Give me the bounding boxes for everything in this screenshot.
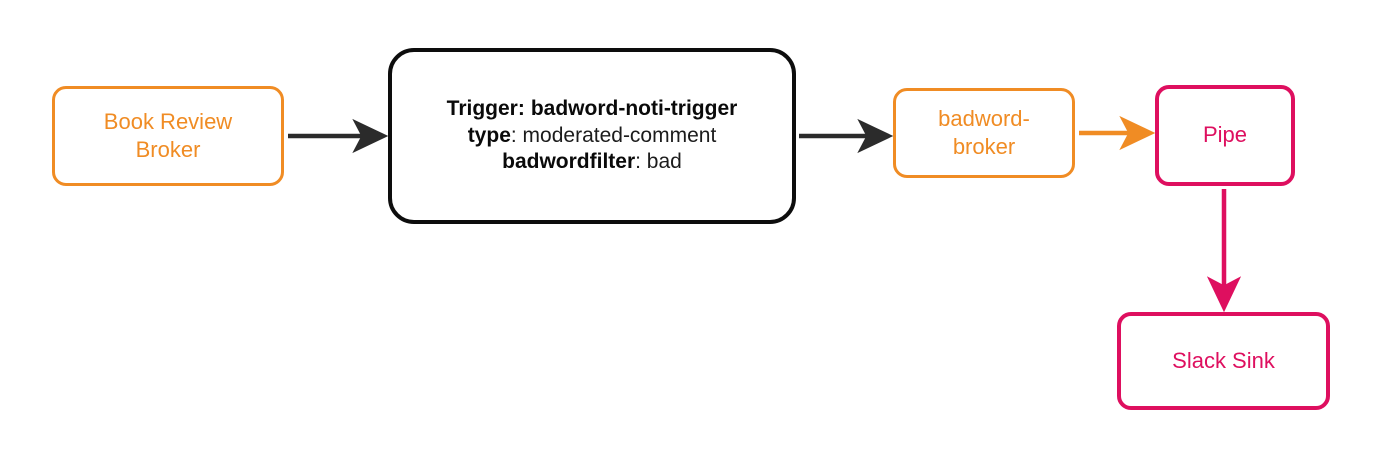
trigger-line-badwordfilter: badwordfilter: bad [502, 149, 682, 176]
node-pipe[interactable]: Pipe [1155, 85, 1295, 186]
node-slack-sink[interactable]: Slack Sink [1117, 312, 1330, 410]
node-book-review-broker[interactable]: Book Review Broker [52, 86, 284, 186]
trigger-line-type: type: moderated-comment [468, 123, 717, 150]
trigger-line-name-key: Trigger: [446, 96, 525, 120]
trigger-line-type-key: type [467, 123, 511, 147]
trigger-line-badwordfilter-value: : bad [635, 150, 682, 174]
trigger-line-name: Trigger:badword-noti-trigger [447, 96, 738, 123]
node-badword-broker-label: badword- broker [938, 105, 1030, 159]
node-book-review-broker-label: Book Review Broker [103, 108, 233, 162]
node-badword-noti-trigger[interactable]: Trigger:badword-noti-trigger type: moder… [388, 48, 796, 224]
trigger-line-type-value: : moderated-comment [510, 123, 717, 147]
node-slack-sink-label: Slack Sink [1172, 347, 1275, 373]
trigger-line-name-value: badword-noti-trigger [530, 96, 738, 120]
trigger-line-badwordfilter-key: badwordfilter [502, 150, 636, 174]
node-badword-broker[interactable]: badword- broker [893, 88, 1075, 178]
node-pipe-label: Pipe [1202, 122, 1248, 148]
